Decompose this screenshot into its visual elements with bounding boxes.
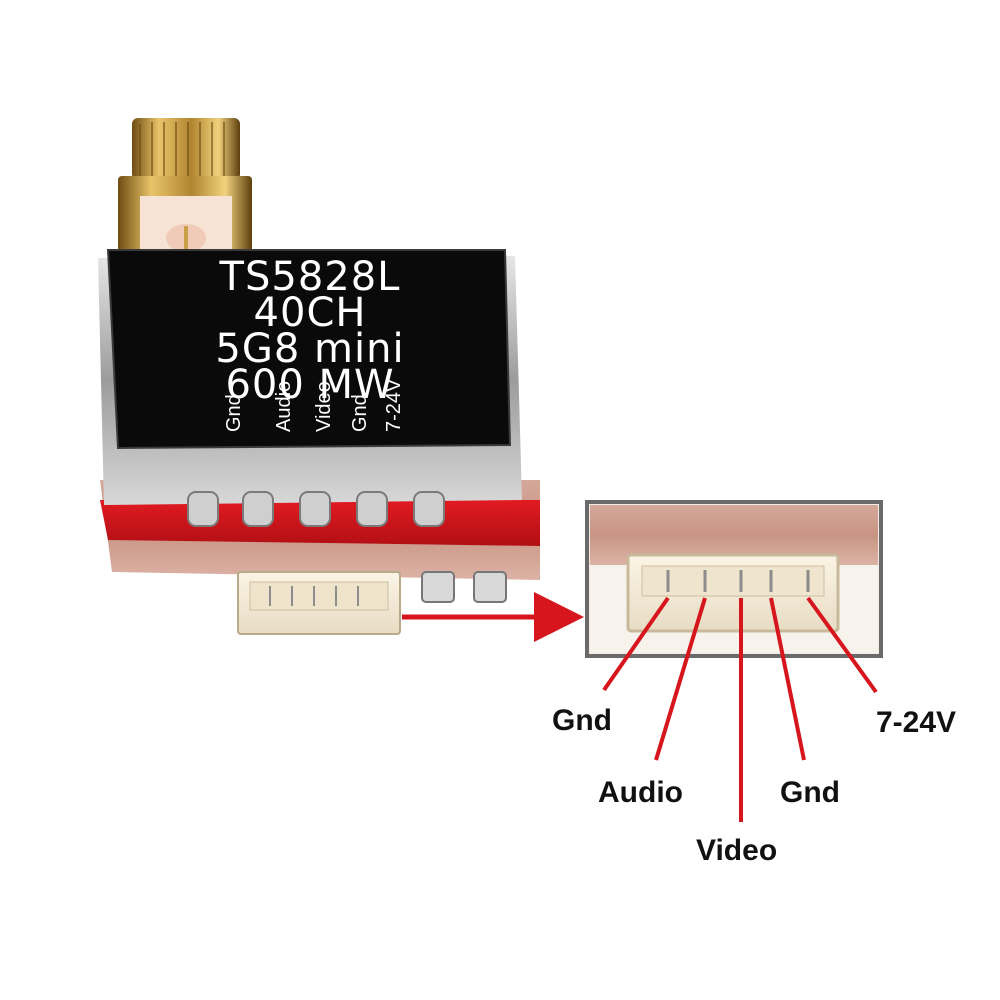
connector-zoom-callout <box>585 500 883 658</box>
channels-text: 40CH <box>254 290 367 336</box>
pin-label-video: Video <box>696 834 777 867</box>
leader-gnd-1 <box>602 596 670 692</box>
leader-audio <box>654 597 707 761</box>
pin-label-gnd-2: Gnd <box>780 776 840 809</box>
pin-label-power: 7-24V <box>876 706 956 739</box>
pin-leader-lines <box>602 596 878 822</box>
module-label: TS5828L 40CH 5G8 mini 600 MW Gnd Audio V… <box>215 254 405 432</box>
power-text: 600 MW <box>225 362 394 408</box>
silk-pin-3: Video <box>313 381 335 432</box>
pin-labels: Gnd Audio Video Gnd 7-24V <box>552 704 956 867</box>
sma-connector <box>118 118 252 258</box>
silk-pin-4: Gnd <box>349 394 371 432</box>
band-text: 5G8 mini <box>215 326 404 372</box>
silk-pin-5: 7-24V <box>383 378 405 432</box>
header-pins <box>421 571 507 603</box>
silk-pin-1: Gnd <box>223 394 245 432</box>
pin-label-audio: Audio <box>598 776 683 809</box>
silk-pin-2: Audio <box>273 381 295 432</box>
vtx-module <box>98 249 540 635</box>
pin-label-gnd-1: Gnd <box>552 704 612 737</box>
leader-power <box>806 596 878 694</box>
leader-gnd-2 <box>769 597 806 761</box>
solder-pins <box>187 491 445 527</box>
shield-label <box>106 249 512 450</box>
model-text: TS5828L <box>219 254 401 300</box>
